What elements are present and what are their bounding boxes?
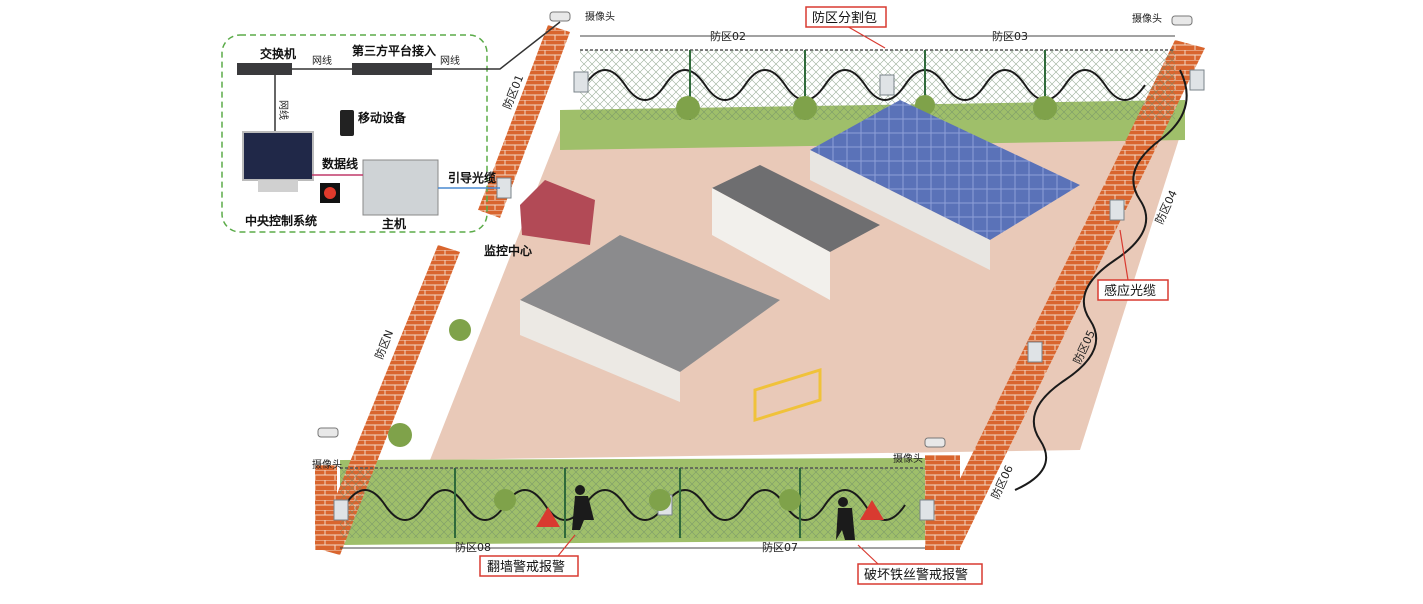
- switch-label: 交换机: [260, 46, 296, 61]
- cable-label-1: 网线: [312, 54, 332, 67]
- cable-label-2: 网线: [440, 54, 460, 67]
- zone03-label: 防区03: [992, 29, 1028, 43]
- wall-top-left: [478, 25, 570, 218]
- camera-label-br: 摄像头: [893, 452, 923, 465]
- cutter-figure: [836, 497, 855, 540]
- host-label: 主机: [382, 216, 406, 231]
- third-party-device: [352, 63, 432, 75]
- mobile-label: 移动设备: [358, 110, 407, 125]
- callout-splitter: 防区分割包: [812, 10, 877, 26]
- host-device: [362, 159, 439, 216]
- sensing-cable-top: [584, 69, 1146, 101]
- zoneN-label: 防区N: [372, 328, 396, 361]
- fence-top: [580, 50, 1175, 120]
- zone02-label: 防区02: [710, 29, 746, 43]
- camera-icon: [317, 11, 1193, 448]
- warehouse-gray-wall: [712, 188, 830, 300]
- callout-cut-alarm: 破坏铁丝警戒报警: [864, 567, 968, 583]
- data-cable-label: 数据线: [322, 156, 358, 171]
- sensing-cable-right: [1014, 69, 1188, 491]
- central-label: 中央控制系统: [245, 213, 317, 228]
- zone07-label: 防区07: [762, 540, 798, 554]
- callout-sensing-cable: 感应光缆: [1104, 283, 1156, 299]
- warehouse-gray-roof: [712, 165, 880, 252]
- warehouse-blue-wall: [810, 150, 990, 270]
- third-party-label: 第三方平台接入: [352, 43, 436, 58]
- network-box: [221, 34, 488, 233]
- central-monitor: [242, 131, 314, 181]
- climber-figure: [572, 485, 594, 530]
- camera-label-tr: 摄像头: [1132, 12, 1162, 25]
- cable-label-3: 网线: [277, 100, 290, 120]
- warning-icon: [536, 500, 884, 527]
- monitor-center-building: [520, 180, 595, 245]
- zone08-label: 防区08: [455, 540, 491, 554]
- warehouse-main-wall: [520, 300, 680, 402]
- camera-label-tl: 摄像头: [585, 10, 615, 23]
- gantry-crane: [753, 367, 822, 423]
- wall-bottom-left-post: [315, 465, 337, 550]
- camera-label-bl: 摄像头: [312, 458, 342, 471]
- monitor-center-label: 监控中心: [484, 243, 532, 258]
- sensing-cable-bottom: [344, 489, 906, 521]
- warehouse-blue-roof: [810, 100, 1080, 240]
- switch-device: [237, 63, 292, 75]
- mobile-device: [340, 110, 354, 136]
- lead-cable-label: 引导光缆: [448, 170, 496, 185]
- warehouse-main-roof: [520, 235, 780, 372]
- callout-climb-alarm: 翻墙警戒报警: [487, 559, 565, 575]
